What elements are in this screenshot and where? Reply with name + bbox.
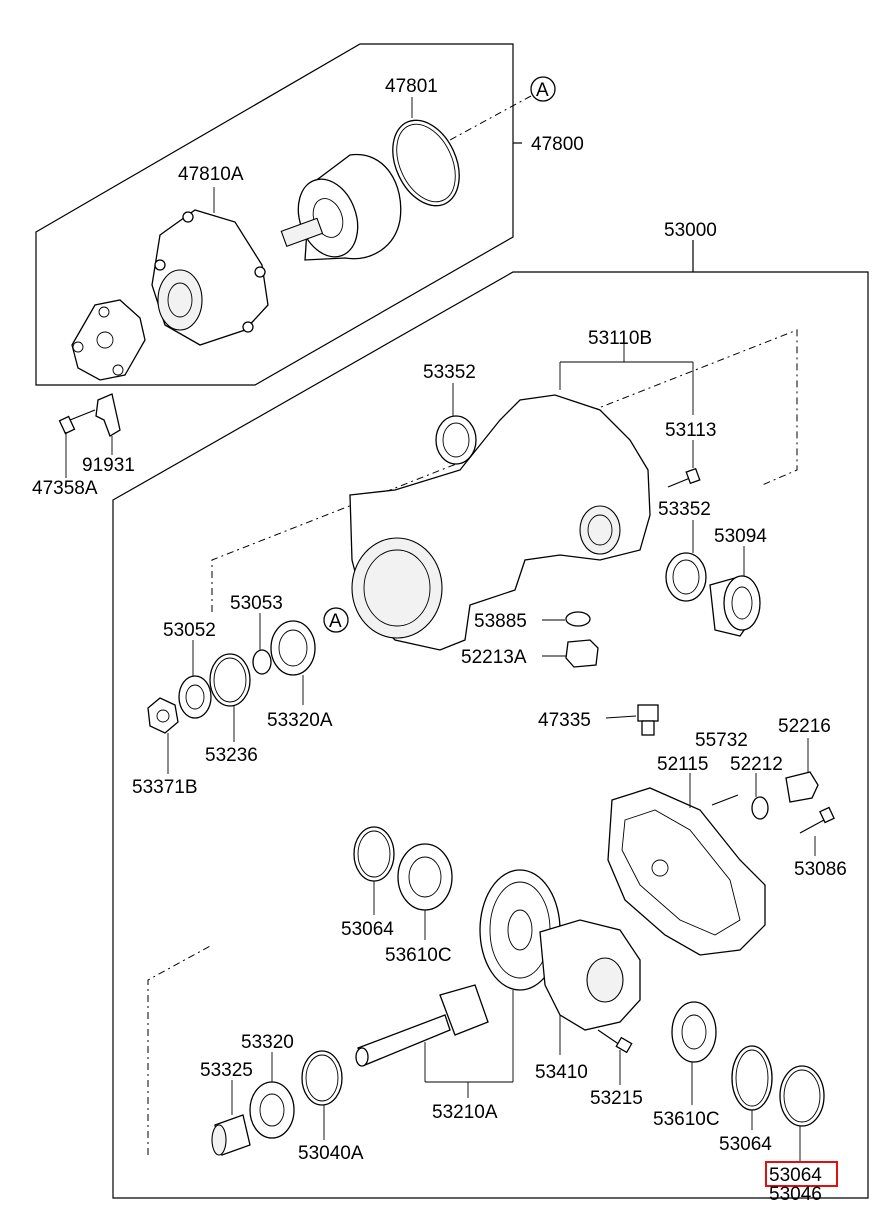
label-53053: 53053 <box>230 593 283 614</box>
transfer-housing-47810A-icon <box>151 209 269 346</box>
gasket-53885-icon <box>565 611 591 627</box>
spacer-53325-icon <box>211 1114 251 1156</box>
label-53215: 53215 <box>590 1088 643 1109</box>
label-47358A: 47358A <box>32 478 98 499</box>
bracket-91931-icon <box>95 393 121 437</box>
seal-53352-top-icon <box>435 415 477 465</box>
plug-52213A-icon <box>565 639 599 668</box>
label-53610C-mid: 53610C <box>385 945 452 966</box>
bearing-53610C-right-icon <box>671 1001 717 1063</box>
label-53064-mid: 53064 <box>341 919 394 940</box>
label-52212: 52212 <box>730 754 783 775</box>
label-52216: 52216 <box>778 716 831 737</box>
label-53113: 53113 <box>665 420 716 441</box>
pinion-subgroup-outline <box>147 944 213 1155</box>
ref-label-a-top: A <box>536 80 549 101</box>
label-53236: 53236 <box>205 745 258 766</box>
ref-label-a-mid: A <box>329 611 342 632</box>
part-labels: 47801 47800 47810A A 53000 53110B 53352 … <box>32 76 847 1205</box>
bolt-53086-icon <box>799 806 835 834</box>
ring-53040A-icon <box>301 1050 343 1106</box>
label-53052: 53052 <box>163 620 216 641</box>
flange-53094-icon <box>709 575 761 637</box>
label-53040A: 53040A <box>298 1143 364 1164</box>
transfer-drum-icon <box>280 153 402 261</box>
bolt-47358A-icon <box>58 409 96 435</box>
ring-53064-right-icon <box>731 1045 773 1111</box>
label-53320: 53320 <box>241 1032 294 1053</box>
ring-53064-mid-icon <box>353 826 395 882</box>
label-53064-right: 53064 <box>719 1134 772 1155</box>
cover-52115-icon <box>607 787 766 956</box>
label-47810A: 47810A <box>178 164 244 185</box>
label-53371B: 53371B <box>132 777 198 798</box>
bearing-53320-icon <box>249 1081 295 1139</box>
diff-carrier-housing-icon <box>349 394 651 651</box>
label-47335: 47335 <box>538 710 591 731</box>
plug-52216-icon <box>785 771 819 803</box>
label-53094: 53094 <box>714 526 767 547</box>
label-53086: 53086 <box>794 859 847 880</box>
pin-55732-icon <box>711 794 739 806</box>
snap-ring-53053-icon <box>252 649 272 675</box>
highlight-box <box>765 1161 838 1187</box>
ring-53236-icon <box>209 653 251 707</box>
washer-53052-icon <box>178 675 212 719</box>
pinion-shaft-53210A-icon <box>355 984 489 1067</box>
ring-47801-icon <box>392 119 460 207</box>
housing-subgroup-outline <box>211 329 798 612</box>
ring-53064-highlight-icon <box>779 1065 825 1127</box>
plug-47335-icon <box>637 704 659 736</box>
group-47800-frame <box>35 43 522 386</box>
label-53320A: 53320A <box>267 710 333 731</box>
ref-circle-a-mid <box>323 607 349 633</box>
seal-53352-right-icon <box>665 552 707 602</box>
bolt-53113-icon <box>667 467 701 488</box>
ref-circle-a-top <box>530 76 556 102</box>
diff-case-53410-icon <box>539 919 641 1031</box>
label-53885: 53885 <box>474 611 527 632</box>
label-52213A: 52213A <box>461 647 527 668</box>
label-53410: 53410 <box>535 1062 588 1083</box>
label-53610C-right: 53610C <box>653 1109 720 1130</box>
label-53325: 53325 <box>200 1060 253 1081</box>
bolt-53215-icon <box>597 1029 633 1054</box>
label-53210A: 53210A <box>432 1102 498 1123</box>
label-53000: 53000 <box>664 220 717 241</box>
label-52115: 52115 <box>657 754 708 775</box>
oring-52212-icon <box>751 796 769 820</box>
label-53046: 53046 <box>769 1184 822 1205</box>
label-53064-highlight: 53064 <box>769 1165 822 1186</box>
label-55732: 55732 <box>695 730 748 751</box>
label-53352-top: 53352 <box>423 362 476 383</box>
group-53000-frame <box>112 240 869 1199</box>
label-53352-right: 53352 <box>658 499 711 520</box>
bearing-53320A-icon <box>270 620 316 676</box>
flange-bracket-icon <box>71 299 146 381</box>
label-47800: 47800 <box>531 134 584 155</box>
label-91931: 91931 <box>82 455 135 476</box>
label-53110B: 53110B <box>588 328 652 349</box>
bearing-53610C-mid-icon <box>397 843 453 911</box>
nut-53371B-icon <box>147 697 179 734</box>
leader-lines <box>65 95 816 1162</box>
label-47801: 47801 <box>385 76 438 97</box>
